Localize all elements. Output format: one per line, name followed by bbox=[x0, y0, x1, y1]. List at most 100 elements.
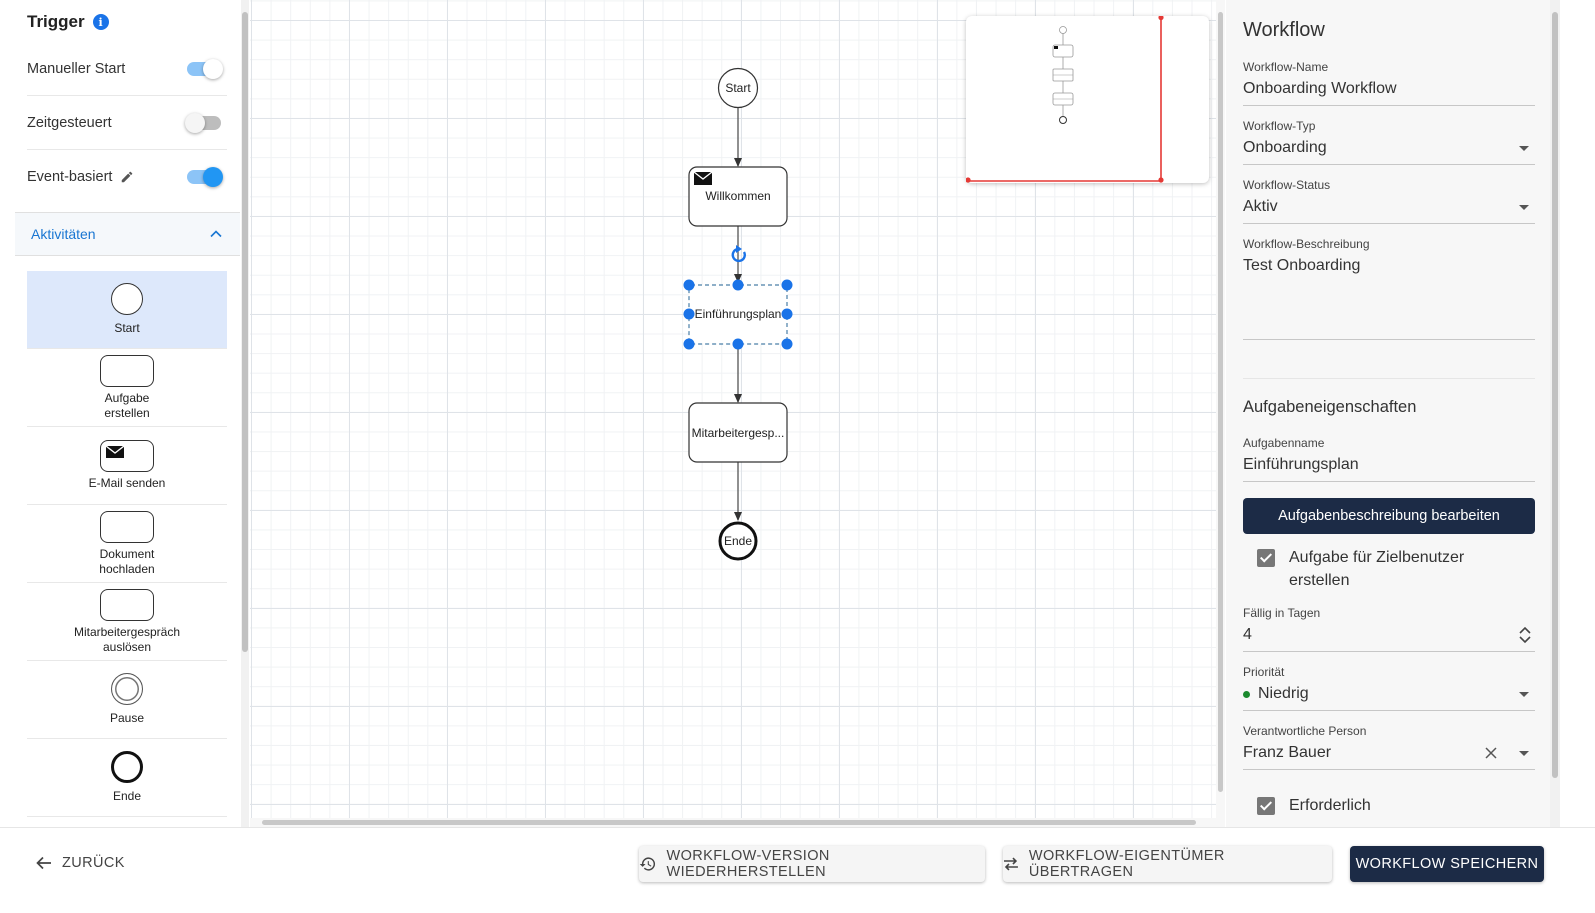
field-value: Franz Bauer bbox=[1243, 744, 1332, 761]
chevron-up-icon[interactable] bbox=[1519, 626, 1531, 634]
due-days-input[interactable]: 4 bbox=[1243, 624, 1535, 646]
scrollbar-thumb[interactable] bbox=[1552, 12, 1558, 778]
node-start[interactable]: Start bbox=[717, 67, 759, 109]
palette-item-pause[interactable]: Pause bbox=[27, 661, 227, 739]
node-mitarbeitergespraech[interactable]: Mitarbeitergesp... bbox=[688, 402, 788, 463]
node-willkommen[interactable]: Willkommen bbox=[688, 166, 788, 227]
chevron-down-icon[interactable] bbox=[1519, 636, 1531, 644]
workflow-type-select[interactable]: Workflow-Typ Onboarding bbox=[1243, 119, 1535, 165]
node-ende[interactable]: Ende bbox=[718, 521, 758, 561]
end-event-icon bbox=[111, 751, 143, 783]
priority-select[interactable]: Priorität Niedrig bbox=[1243, 665, 1535, 711]
task-rect bbox=[688, 166, 788, 227]
node-willkommen-label: Willkommen bbox=[705, 189, 770, 203]
workflow-status-select[interactable]: Workflow-Status Aktiv bbox=[1243, 178, 1535, 224]
node-mitarbeitergespraech-label: Mitarbeitergesp... bbox=[692, 426, 785, 440]
footer-toolbar: ZURÜCK WORKFLOW-VERSION WIEDERHERSTELLEN… bbox=[0, 827, 1595, 913]
trigger-label-event-wrap: Event-basiert bbox=[27, 169, 134, 185]
pencil-icon[interactable] bbox=[120, 170, 134, 184]
transfer-owner-button[interactable]: WORKFLOW-EIGENTÜMER ÜBERTRAGEN bbox=[1003, 846, 1332, 882]
priority-status-dot bbox=[1243, 691, 1250, 698]
field-value: Onboarding Workflow bbox=[1243, 80, 1397, 97]
field-value: Einführungsplan bbox=[1243, 456, 1359, 473]
workflow-description-field[interactable]: Workflow-Beschreibung Test Onboarding bbox=[1243, 237, 1535, 340]
save-workflow-button[interactable]: WORKFLOW SPEICHERN bbox=[1350, 846, 1544, 882]
node-einfuehrungsplan[interactable]: Einführungsplan bbox=[683, 279, 793, 350]
manual-start-toggle[interactable] bbox=[187, 58, 223, 79]
scrollbar-thumb[interactable] bbox=[242, 12, 248, 652]
event-based-toggle[interactable] bbox=[187, 167, 223, 187]
workflow-canvas[interactable]: Start Willkommen Einführungsplan bbox=[250, 0, 1216, 818]
minimap[interactable] bbox=[965, 14, 1209, 183]
priority-value[interactable]: Niedrig bbox=[1243, 683, 1535, 705]
back-button-label: ZURÜCK bbox=[62, 855, 125, 871]
field-value: Onboarding bbox=[1243, 139, 1327, 156]
rotate-handle-icon[interactable] bbox=[731, 245, 746, 263]
field-actions bbox=[1485, 747, 1535, 759]
trigger-row-event: Event-basiert bbox=[27, 150, 227, 204]
back-button[interactable]: ZURÜCK bbox=[36, 852, 125, 874]
create-for-target-user-checkbox-row[interactable]: Aufgabe für Zielbenutzer erstellen bbox=[1257, 546, 1497, 592]
scheduled-toggle[interactable] bbox=[185, 112, 221, 133]
field-label: Priorität bbox=[1243, 665, 1285, 679]
intermediate-event-icon bbox=[111, 673, 143, 705]
canvas-horizontal-scrollbar[interactable] bbox=[250, 818, 1225, 827]
dropdown-caret-icon bbox=[1519, 691, 1529, 697]
workflow-name-input[interactable]: Onboarding Workflow bbox=[1243, 78, 1535, 100]
palette-item-upload-document[interactable]: Dokument hochladen bbox=[27, 505, 227, 583]
arrow-left-icon bbox=[36, 856, 51, 870]
restore-version-button[interactable]: WORKFLOW-VERSION WIEDERHERSTELLEN bbox=[639, 846, 985, 882]
palette-item-send-email[interactable]: E-Mail senden bbox=[27, 427, 227, 505]
responsible-person-select[interactable]: Verantwortliche Person Franz Bauer bbox=[1243, 724, 1535, 770]
properties-panel-scrollbar[interactable] bbox=[1550, 0, 1560, 827]
selected-task-rect bbox=[688, 284, 788, 345]
required-checkbox[interactable] bbox=[1257, 797, 1275, 815]
due-days-field[interactable]: Fällig in Tagen 4 bbox=[1243, 606, 1535, 652]
palette-item-end[interactable]: Ende bbox=[27, 739, 227, 817]
palette-item-employee-talk[interactable]: Mitarbeitergespräch auslösen bbox=[27, 583, 227, 661]
node-ende-label: Ende bbox=[724, 534, 752, 548]
palette-item-label: Aufgabe erstellen bbox=[104, 390, 150, 420]
transfer-owner-label: WORKFLOW-EIGENTÜMER ÜBERTRAGEN bbox=[1028, 848, 1225, 880]
workflow-type-value[interactable]: Onboarding bbox=[1243, 137, 1535, 159]
left-panel: Trigger i Manueller Start Zeitgesteuert … bbox=[15, 0, 240, 827]
left-panel-scrollbar[interactable] bbox=[241, 0, 249, 827]
create-for-target-user-checkbox[interactable] bbox=[1257, 549, 1275, 567]
trigger-label-manual: Manueller Start bbox=[27, 60, 126, 77]
task-name-field[interactable]: Aufgabenname Einführungsplan bbox=[1243, 436, 1535, 482]
palette-item-label: Dokument hochladen bbox=[99, 546, 155, 576]
toggle-knob bbox=[203, 167, 223, 187]
chevron-up-icon bbox=[210, 230, 222, 238]
email-task-icon bbox=[100, 440, 154, 472]
activities-accordion-header[interactable]: Aktivitäten bbox=[15, 212, 240, 256]
info-icon[interactable]: i bbox=[92, 14, 109, 30]
responsible-person-value[interactable]: Franz Bauer bbox=[1243, 742, 1535, 764]
clear-icon[interactable] bbox=[1485, 747, 1497, 759]
workflow-name-field[interactable]: Workflow-Name Onboarding Workflow bbox=[1243, 60, 1535, 106]
flow-diagram: Start Willkommen Einführungsplan bbox=[683, 67, 793, 561]
divider bbox=[1243, 378, 1535, 379]
task-name-input[interactable]: Einführungsplan bbox=[1243, 454, 1535, 476]
required-checkbox-row[interactable]: Erforderlich bbox=[1257, 794, 1371, 817]
scrollbar-thumb[interactable] bbox=[1218, 12, 1223, 792]
field-label: Aufgabenname bbox=[1243, 436, 1325, 450]
workflow-description-textarea[interactable]: Test Onboarding bbox=[1243, 255, 1535, 277]
scrollbar-thumb[interactable] bbox=[262, 820, 1196, 825]
palette-item-start[interactable]: Start bbox=[27, 271, 227, 349]
restore-version-label: WORKFLOW-VERSION WIEDERHERSTELLEN bbox=[666, 848, 830, 880]
palette-item-create-task[interactable]: Aufgabe erstellen bbox=[27, 349, 227, 427]
number-stepper[interactable] bbox=[1519, 626, 1531, 644]
trigger-row-manual: Manueller Start bbox=[27, 42, 227, 96]
swap-arrows-icon bbox=[1003, 857, 1018, 871]
trigger-title: Trigger i bbox=[27, 12, 109, 32]
checkbox-label: Erforderlich bbox=[1289, 797, 1371, 814]
selection-handles[interactable] bbox=[683, 279, 793, 350]
start-circle bbox=[717, 67, 759, 109]
edit-task-description-button[interactable]: Aufgabenbeschreibung bearbeiten bbox=[1243, 498, 1535, 534]
node-start-label: Start bbox=[725, 81, 751, 95]
canvas-vertical-scrollbar[interactable] bbox=[1216, 0, 1225, 818]
activity-palette: Start Aufgabe erstellen E-Mail senden Do… bbox=[27, 271, 227, 817]
task-icon bbox=[100, 510, 154, 543]
activities-header-label: Aktivitäten bbox=[31, 226, 96, 242]
workflow-status-value[interactable]: Aktiv bbox=[1243, 196, 1535, 218]
